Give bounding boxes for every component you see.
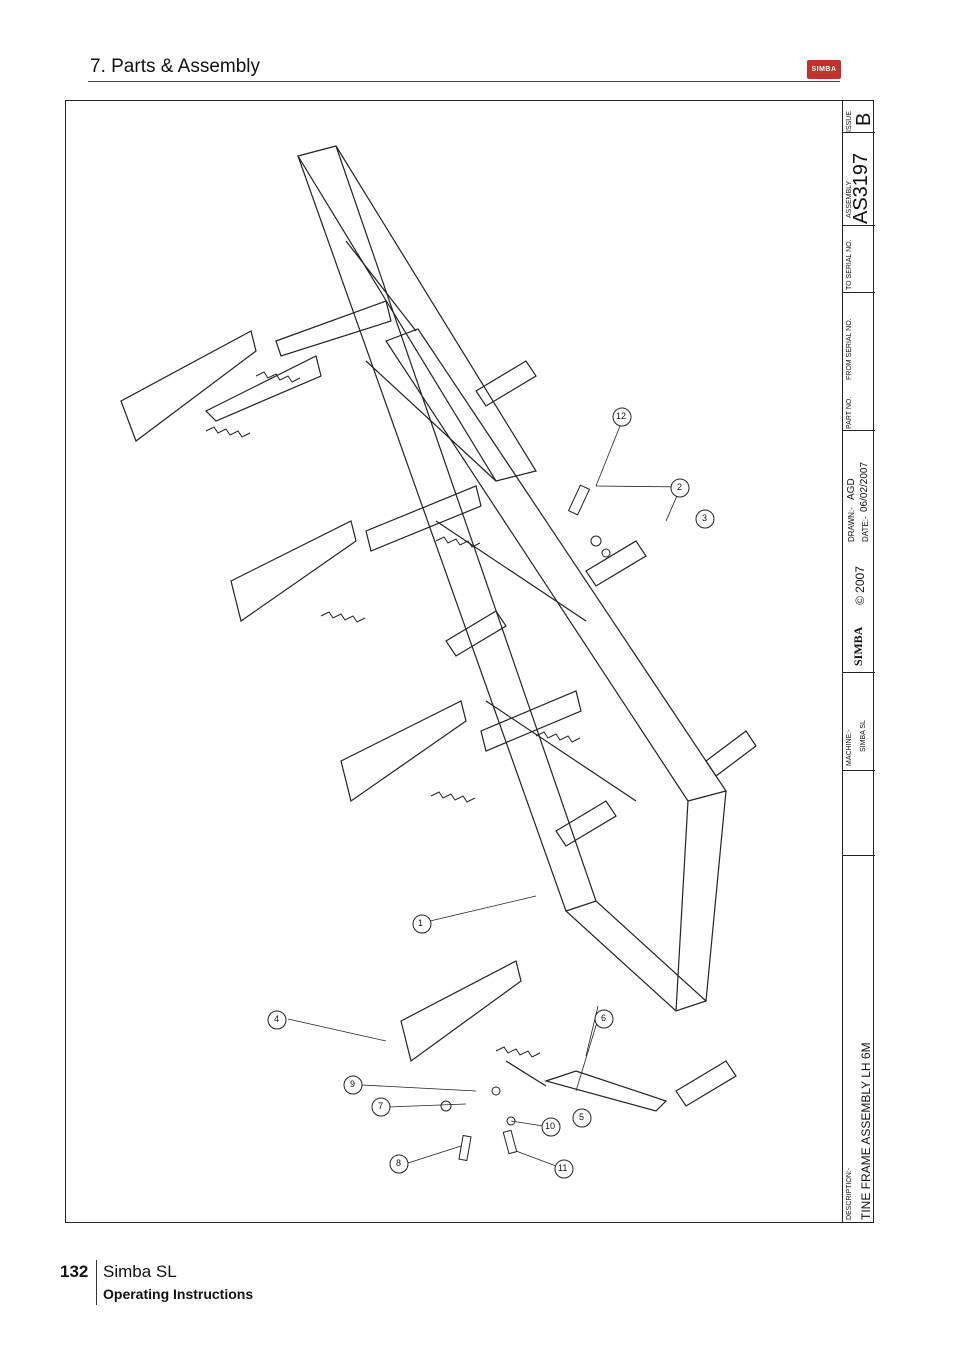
shares bbox=[445, 360, 757, 1107]
frame-beam-rear bbox=[297, 145, 537, 482]
part-no-label: PART NO. bbox=[846, 396, 853, 429]
callout-11: 11 bbox=[558, 1163, 568, 1173]
to-serial-label: TO SERIAL NO. bbox=[846, 239, 853, 290]
date-label: DATE:- bbox=[861, 516, 870, 542]
product-name: Simba SL bbox=[103, 1262, 177, 1281]
section-title: 7. Parts & Assembly bbox=[90, 56, 261, 77]
hardware bbox=[440, 484, 611, 1162]
callout-3: 3 bbox=[702, 513, 708, 523]
footer-rule bbox=[96, 1260, 97, 1305]
document-type: Operating Instructions bbox=[103, 1286, 254, 1302]
drawn-by: AGD bbox=[846, 478, 857, 500]
tine-frame-drawing bbox=[120, 145, 757, 1170]
exploded-leg bbox=[543, 1070, 668, 1112]
callout-2: 2 bbox=[677, 482, 683, 492]
callout-12: 12 bbox=[616, 411, 627, 421]
assembly-number: AS3197 bbox=[850, 152, 872, 224]
drawing-frame bbox=[65, 100, 874, 1223]
issue-label: ISSUE bbox=[846, 110, 853, 132]
title-block: ISSUE B ASSEMBLY AS3197 TO SERIAL NO. FR… bbox=[842, 100, 875, 1223]
callout-9: 9 bbox=[350, 1079, 356, 1089]
callout-1: 1 bbox=[418, 918, 424, 928]
callout-8: 8 bbox=[396, 1158, 402, 1168]
callout-10: 10 bbox=[545, 1121, 556, 1131]
simba-logo: SIMBA bbox=[807, 60, 841, 79]
machine-value: SIMBA SL bbox=[860, 720, 867, 752]
callout-4: 4 bbox=[274, 1014, 280, 1024]
from-serial-label: FROM SERIAL NO. bbox=[846, 318, 853, 380]
copyright: © 2007 bbox=[853, 566, 867, 605]
machine-label: MACHINE:- bbox=[846, 729, 853, 766]
date-value: 06/02/2007 bbox=[859, 461, 870, 512]
tine-legs bbox=[120, 300, 582, 1063]
header-rule bbox=[88, 81, 840, 82]
description-label: DESCRIPTION:- bbox=[846, 1167, 853, 1220]
springs bbox=[205, 371, 581, 1058]
callout-6: 6 bbox=[601, 1013, 607, 1023]
title-logo: SIMBA bbox=[851, 626, 865, 666]
description-value: TINE FRAME ASSEMBLY LH 6M bbox=[859, 1042, 873, 1220]
callout-7: 7 bbox=[378, 1101, 384, 1111]
callout-5: 5 bbox=[579, 1112, 585, 1122]
page-number: 132 bbox=[60, 1262, 89, 1281]
drawn-label: DRAWN:- bbox=[847, 507, 856, 542]
issue-value: B bbox=[853, 112, 875, 126]
